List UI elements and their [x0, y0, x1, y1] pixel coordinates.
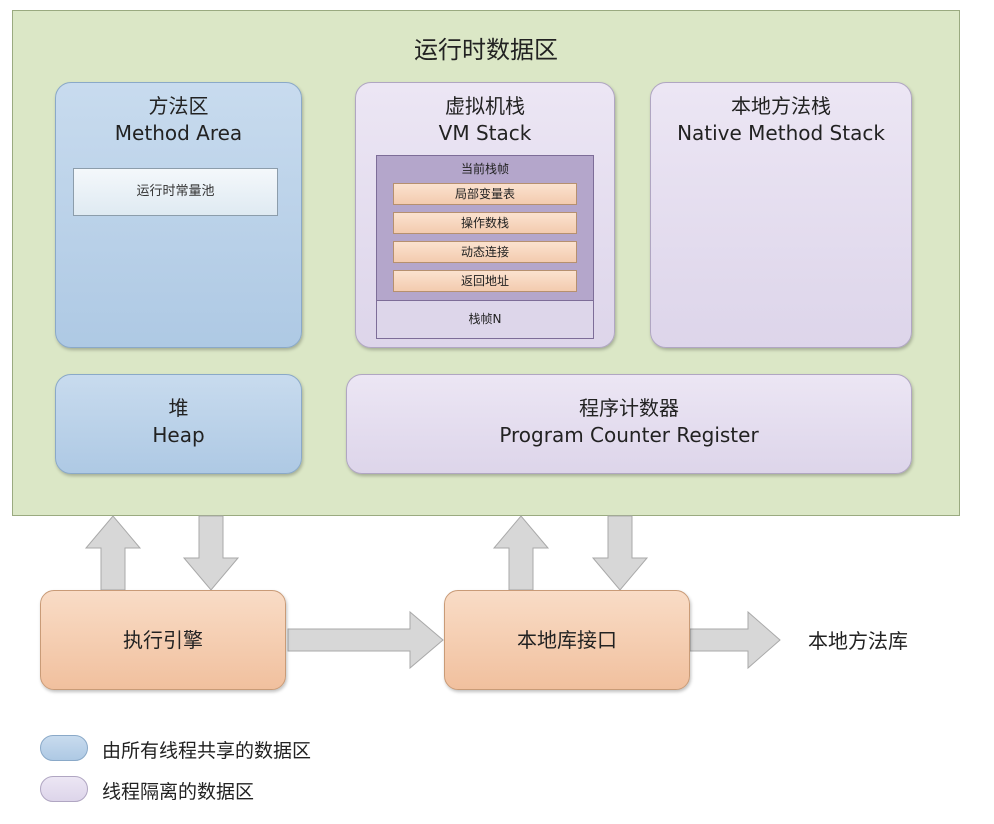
heap: 堆 Heap — [55, 374, 302, 474]
heap-title-cn: 堆 — [168, 396, 189, 420]
method-area-title-cn: 方法区 — [148, 94, 209, 118]
legend-swatch-isolated — [40, 776, 88, 802]
heap-title-en: Heap — [152, 423, 205, 447]
arrow-native-to-lib — [689, 610, 781, 670]
vm-stack-title-cn: 虚拟机栈 — [445, 94, 525, 118]
legend-swatch-shared — [40, 735, 88, 761]
frame-item-local-vars: 局部变量表 — [393, 183, 577, 205]
pc-title-en: Program Counter Register — [499, 423, 759, 447]
arrow-down-exec — [182, 515, 240, 591]
native-stack-title-cn: 本地方法栈 — [731, 94, 831, 118]
frame-item-return-address: 返回地址 — [393, 270, 577, 292]
runtime-constant-pool: 运行时常量池 — [73, 168, 278, 216]
arrow-up-exec — [84, 515, 142, 591]
pc-title-cn: 程序计数器 — [579, 396, 679, 420]
frame-item-dynamic-link: 动态连接 — [393, 241, 577, 263]
native-method-library: 本地方法库 — [808, 629, 908, 653]
vm-stack-title-en: VM Stack — [438, 121, 532, 145]
native-stack-title-en: Native Method Stack — [677, 121, 885, 145]
legend-text-isolated: 线程隔离的数据区 — [102, 781, 255, 803]
runtime-data-area-title: 运行时数据区 — [414, 36, 558, 64]
current-stack-frame-label: 当前栈帧 — [460, 162, 509, 176]
arrow-up-native — [492, 515, 550, 591]
stack-frame-n: 栈帧N — [376, 300, 594, 339]
legend-text-shared: 由所有线程共享的数据区 — [102, 740, 312, 762]
arrow-exec-to-native — [287, 610, 444, 670]
native-library-interface: 本地库接口 — [444, 590, 690, 690]
execution-engine: 执行引擎 — [40, 590, 286, 690]
frame-item-operand-stack: 操作数栈 — [393, 212, 577, 234]
native-method-stack: 本地方法栈 Native Method Stack — [650, 82, 912, 348]
method-area-title-en: Method Area — [114, 121, 243, 145]
program-counter-register: 程序计数器 Program Counter Register — [346, 374, 912, 474]
arrow-down-native — [591, 515, 649, 591]
